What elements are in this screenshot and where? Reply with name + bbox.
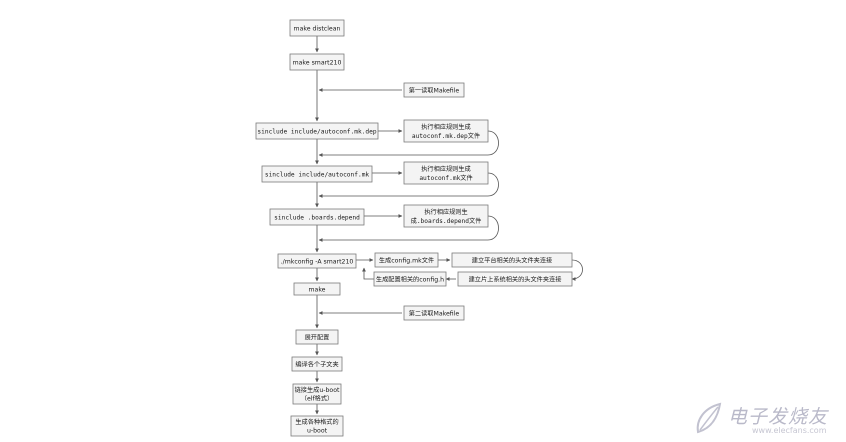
node-gen-config-h-label: 生成配置相关的config.h bbox=[376, 276, 444, 284]
node-make-distclean: make distclean bbox=[289, 19, 345, 37]
node-make-smart210-label: make smart210 bbox=[293, 60, 342, 67]
node-link-soc-headers: 建立片上系统相关的头文件夹连接 bbox=[457, 271, 573, 287]
node-gen-config-h: 生成配置相关的config.h bbox=[373, 271, 447, 287]
node-make-label: make bbox=[309, 287, 326, 294]
node-gen-config-mk-label: 生成config.mk文件 bbox=[379, 257, 434, 265]
node-sinclude-autoconf-mk-label: sinclude include/autoconf.mk bbox=[265, 172, 370, 179]
node-rule-autoconf-dep-label-1: 执行相应规则生成 bbox=[421, 123, 471, 131]
node-link-platform-headers: 建立平台相关的头文件夹连接 bbox=[451, 252, 573, 268]
node-link-soc-headers-label: 建立片上系统相关的头文件夹连接 bbox=[469, 276, 562, 284]
node-generate-formats-label-1: 生成各种格式的 bbox=[295, 418, 338, 426]
watermark-logo: 电子发烧友 www.elecfans.com bbox=[694, 402, 832, 438]
watermark-title: 电子发烧友 bbox=[728, 406, 829, 428]
node-rule-autoconf-dep: 执行相应规则生成 autoconf.mk.dep文件 bbox=[403, 119, 489, 143]
node-make: make bbox=[293, 282, 341, 296]
node-mkconfig-label: ./mkconfig -A smart210 bbox=[281, 259, 354, 266]
node-compile-subdirs-label: 编译各个子文夹 bbox=[295, 361, 338, 369]
node-sinclude-autoconf-mk: sinclude include/autoconf.mk bbox=[261, 165, 373, 183]
side-flow-edges bbox=[318, 88, 583, 315]
node-rule-autoconf-mk-label-2: autoconf.mk文件 bbox=[419, 174, 472, 182]
node-rule-autoconf-mk-label-1: 执行相应规则生成 bbox=[421, 165, 471, 173]
node-gen-config-mk: 生成config.mk文件 bbox=[374, 252, 439, 268]
node-read-makefile-first-label: 第一读取Makefile bbox=[409, 87, 460, 95]
node-generate-formats: 生成各种格式的 u-boot bbox=[290, 415, 344, 437]
node-make-distclean-label: make distclean bbox=[294, 26, 341, 33]
node-expand-config-label: 展开配置 bbox=[305, 335, 330, 342]
node-sinclude-boards-depend-label: sinclude .boards.depend bbox=[274, 215, 360, 222]
node-sinclude-autoconf-dep-label: sinclude include/autoconf.mk.dep bbox=[257, 129, 376, 136]
node-read-makefile-second-label: 第二读取Makefile bbox=[409, 310, 460, 318]
node-read-makefile-first: 第一读取Makefile bbox=[403, 82, 465, 98]
node-link-uboot-label-1: 链接生成u-boot bbox=[295, 386, 340, 394]
node-rule-autoconf-mk: 执行相应规则生成 autoconf.mk文件 bbox=[403, 161, 489, 185]
node-rule-boards-depend-label-2: 成.boards.depend文件 bbox=[411, 217, 482, 225]
watermark-leaf-icon bbox=[696, 402, 722, 434]
node-read-makefile-second: 第二读取Makefile bbox=[403, 305, 465, 321]
node-expand-config: 展开配置 bbox=[295, 329, 339, 345]
node-rule-autoconf-dep-label-2: autoconf.mk.dep文件 bbox=[412, 132, 480, 140]
node-link-uboot: 链接生成u-boot （elf格式） bbox=[292, 383, 342, 405]
node-rule-boards-depend-label-1: 执行相应规则生 bbox=[424, 208, 467, 216]
node-mkconfig: ./mkconfig -A smart210 bbox=[277, 253, 357, 269]
node-sinclude-autoconf-dep: sinclude include/autoconf.mk.dep bbox=[255, 122, 379, 140]
node-link-uboot-label-2: （elf格式） bbox=[301, 395, 333, 403]
node-generate-formats-label-2: u-boot bbox=[307, 428, 328, 435]
node-rule-boards-depend: 执行相应规则生 成.boards.depend文件 bbox=[403, 204, 489, 228]
node-make-smart210: make smart210 bbox=[289, 53, 345, 71]
node-compile-subdirs: 编译各个子文夹 bbox=[291, 356, 343, 372]
node-link-platform-headers-label: 建立平台相关的头文件夹连接 bbox=[472, 257, 552, 265]
node-sinclude-boards-depend: sinclude .boards.depend bbox=[269, 208, 365, 226]
watermark-url: www.elecfans.com bbox=[752, 426, 827, 435]
